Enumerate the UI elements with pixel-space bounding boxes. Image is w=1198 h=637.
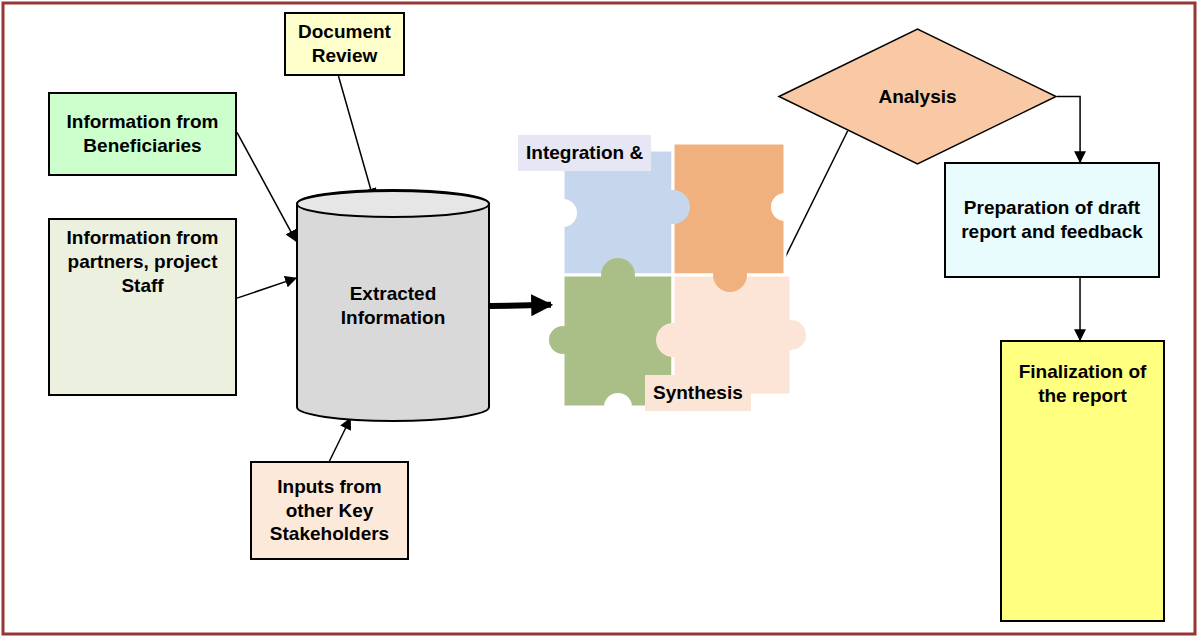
- data-store-cylinder-outline: [296, 190, 490, 422]
- puzzle-tab: [776, 320, 806, 350]
- node-label: Extracted Information: [304, 282, 482, 330]
- puzzle-label: Synthesis: [645, 375, 751, 411]
- diamond-outline: [779, 29, 1056, 164]
- connector-arrow: [1057, 97, 1080, 163]
- connector-arrow: [1079, 278, 1081, 340]
- node-body: Preparation of draft report and feedback: [946, 164, 1158, 276]
- puzzle-graphic: Integration &Synthesis: [555, 135, 808, 418]
- puzzle-tab: [604, 393, 632, 421]
- source-box: Information from partners, project Staff: [48, 218, 237, 396]
- connector-arrow: [330, 419, 351, 461]
- decision-diamond: Analysis: [778, 28, 1057, 165]
- cylinder-body: [297, 190, 489, 421]
- cylinder-top: [297, 191, 489, 217]
- connector-arrow: [237, 278, 296, 298]
- node-body: Information from Beneficiaries: [50, 94, 235, 174]
- puzzle-tab: [549, 199, 577, 227]
- puzzle-tab: [656, 323, 690, 357]
- source-box: Document Review: [284, 12, 405, 76]
- puzzle-tab: [549, 326, 577, 354]
- node-label: Inputs from other Key Stakeholders: [260, 475, 399, 546]
- node-label: Finalization of the report: [1010, 360, 1155, 408]
- node-label: Information from partners, project Staff: [58, 226, 227, 297]
- connector-arrow: [490, 305, 551, 306]
- source-box: Inputs from other Key Stakeholders: [250, 461, 409, 560]
- node-label: Preparation of draft report and feedback: [954, 196, 1150, 244]
- puzzle-tab: [771, 193, 799, 221]
- node-body: Information from partners, project Staff: [50, 220, 235, 394]
- node-body: Extracted Information: [296, 190, 490, 422]
- node-body: Document Review: [286, 14, 403, 74]
- page-frame: [3, 3, 1195, 634]
- connector-arrow: [338, 76, 373, 199]
- puzzle-tab: [601, 258, 635, 292]
- node-body: Analysis: [778, 28, 1057, 165]
- data-store-cylinder: Extracted Information: [296, 190, 490, 422]
- node-label: Document Review: [294, 20, 395, 68]
- connector-arrow: [237, 132, 296, 241]
- puzzle-label: Integration &: [518, 135, 651, 171]
- node-label: Information from Beneficiaries: [58, 110, 227, 158]
- puzzle-pieces: [549, 135, 806, 421]
- node-body: Inputs from other Key Stakeholders: [252, 463, 407, 558]
- puzzle-tab: [713, 258, 747, 292]
- node-label: Analysis: [878, 85, 956, 109]
- process-box: Finalization of the report: [1000, 340, 1165, 622]
- process-box: Preparation of draft report and feedback: [944, 162, 1160, 278]
- source-box: Information from Beneficiaries: [48, 92, 237, 176]
- node-body: Finalization of the report: [1002, 342, 1163, 620]
- puzzle-tab: [656, 190, 690, 224]
